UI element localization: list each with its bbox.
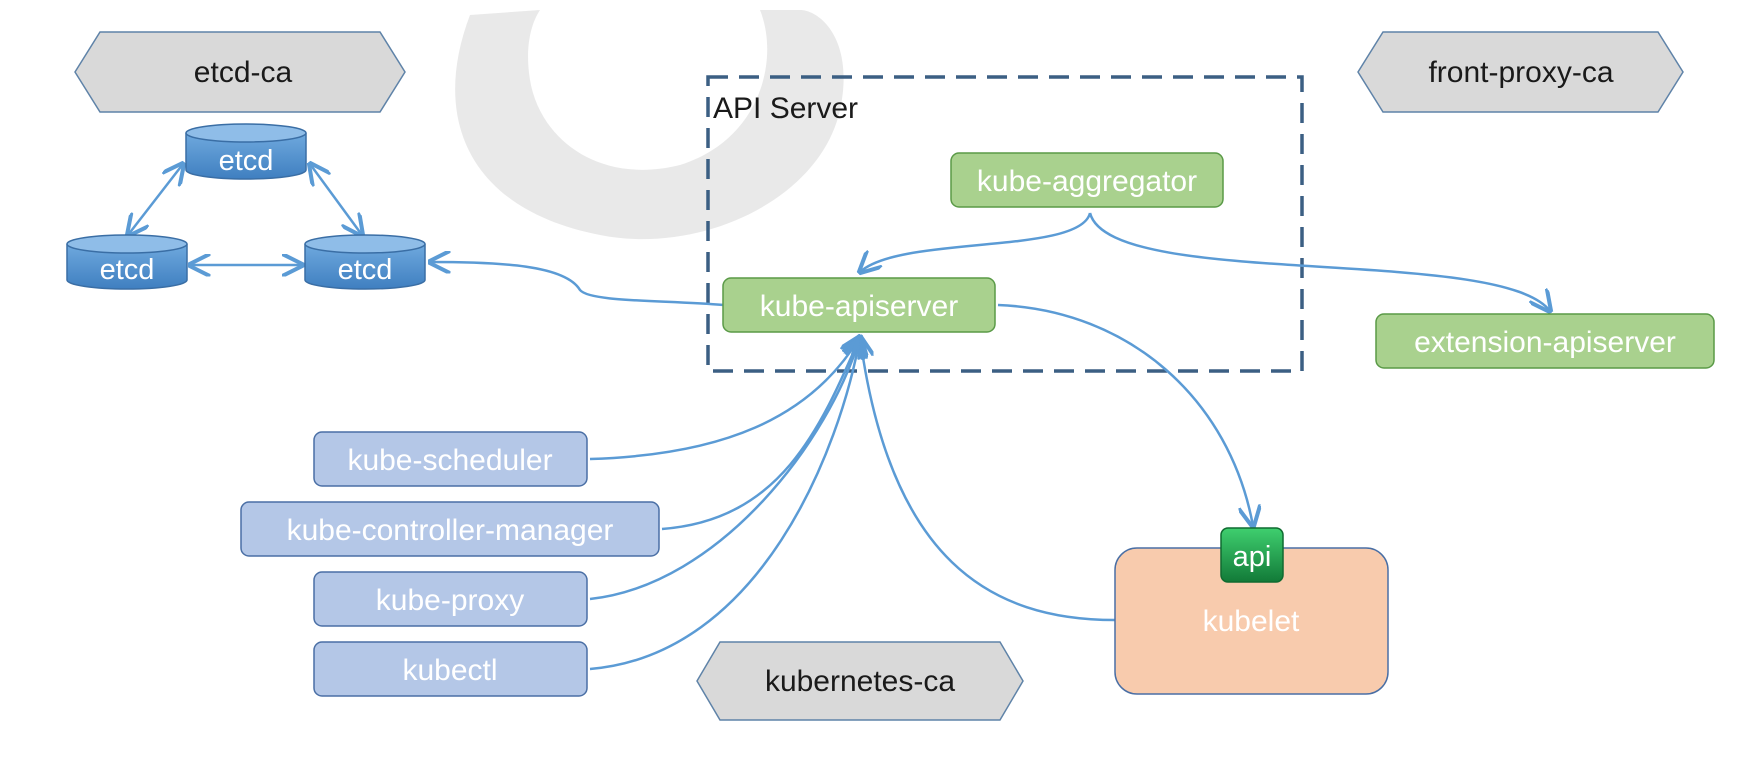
kube-scheduler-box: kube-scheduler xyxy=(313,431,588,487)
apiserver-to-kubelet xyxy=(997,303,1253,526)
etcd-node-right: etcd xyxy=(304,234,426,290)
kubelet-to-apiserver xyxy=(860,337,1116,622)
etcd-link-top-left xyxy=(128,164,183,235)
etcd-ca-label: etcd-ca xyxy=(194,56,293,89)
client-label: kube-scheduler xyxy=(347,444,552,477)
extension-apiserver-label: extension-apiserver xyxy=(1414,326,1676,359)
extension-apiserver-box: extension-apiserver xyxy=(1375,313,1715,369)
api-server-group: API Server xyxy=(706,75,1304,373)
kubernetes-ca-banner: kubernetes-ca xyxy=(696,641,1024,721)
kube-apiserver-label: kube-apiserver xyxy=(760,290,958,323)
kubectl-to-apiserver xyxy=(589,337,860,671)
aggregator-to-extension xyxy=(1088,212,1550,311)
etcd-link-top-right xyxy=(310,164,362,235)
kube-apiserver-box: kube-apiserver xyxy=(722,277,996,333)
client-label: kubectl xyxy=(402,654,497,687)
kube-controller-manager-box: kube-controller-manager xyxy=(240,501,660,557)
etcd-node-label: etcd xyxy=(219,145,274,177)
controller-to-apiserver xyxy=(661,337,860,531)
etcd-node-label: etcd xyxy=(100,254,155,286)
kubelet-api-badge: api xyxy=(1220,527,1284,583)
front-proxy-ca-banner: front-proxy-ca xyxy=(1357,31,1684,113)
client-label: kube-proxy xyxy=(376,584,524,617)
kubelet-label: kubelet xyxy=(1203,605,1300,638)
etcd-node-top: etcd xyxy=(185,123,307,180)
kube-aggregator-label: kube-aggregator xyxy=(977,165,1197,198)
client-label: kube-controller-manager xyxy=(287,514,614,547)
front-proxy-ca-label: front-proxy-ca xyxy=(1428,56,1613,89)
apiserver-to-etcd xyxy=(430,262,725,307)
kubernetes-ca-label: kubernetes-ca xyxy=(765,665,955,698)
etcd-node-label: etcd xyxy=(338,254,393,286)
aggregator-to-apiserver xyxy=(860,212,1092,272)
connectors xyxy=(128,164,1550,671)
proxy-to-apiserver xyxy=(589,337,860,601)
kube-aggregator-box: kube-aggregator xyxy=(950,152,1224,208)
api-badge-label: api xyxy=(1233,541,1272,573)
kubelet-box: kubelet xyxy=(1114,547,1389,695)
etcd-node-left: etcd xyxy=(66,234,188,290)
scheduler-to-apiserver xyxy=(589,337,860,461)
kube-proxy-box: kube-proxy xyxy=(313,571,588,627)
kubectl-box: kubectl xyxy=(313,641,588,697)
etcd-ca-banner: etcd-ca xyxy=(74,31,406,113)
api-server-title: API Server xyxy=(713,92,858,125)
watermark-logo xyxy=(455,10,844,240)
